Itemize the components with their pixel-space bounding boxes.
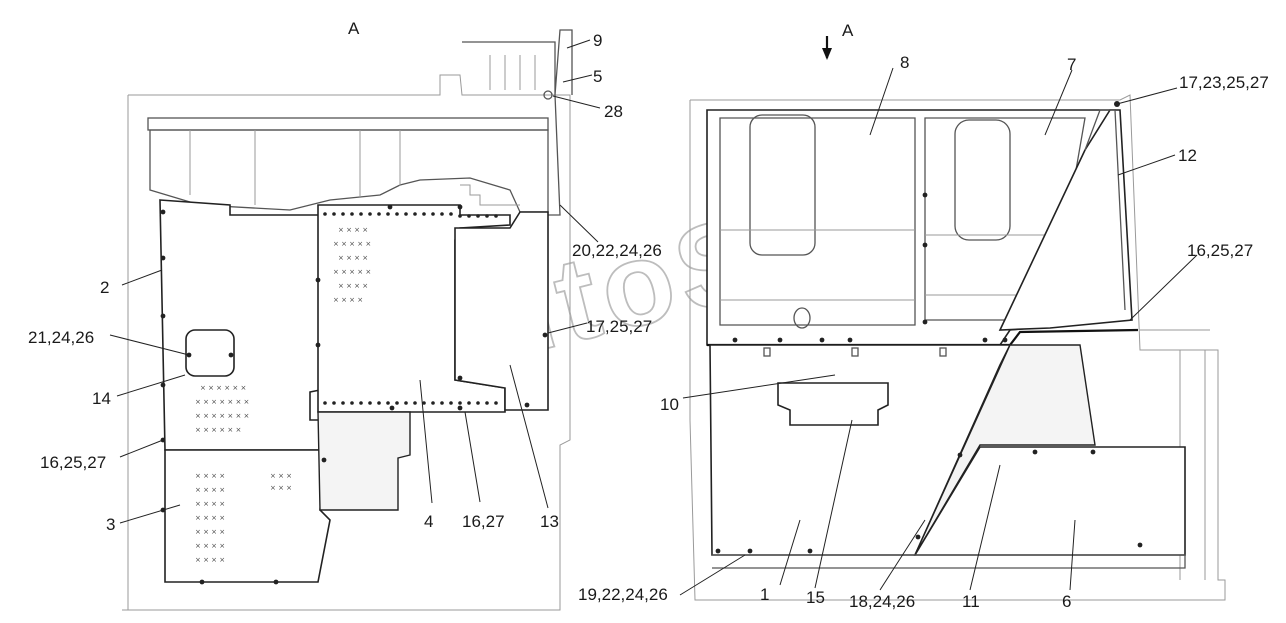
callout-15: 15 [806, 588, 825, 607]
svg-text:× × × ×: × × × × [195, 542, 225, 550]
callout-1: 1 [760, 585, 769, 604]
svg-text:× × × ×: × × × × [338, 226, 368, 234]
callout-21-24-26: 21,24,26 [28, 328, 94, 347]
callout-16-27: 16,27 [462, 512, 505, 531]
window-14 [185, 329, 235, 377]
callout-16-25-27-left: 16,25,27 [40, 453, 106, 472]
right-cab-outline [689, 94, 1226, 601]
callout-28: 28 [604, 102, 623, 121]
svg-text:× × × ×: × × × × [195, 486, 225, 494]
x-marks-panel-4: × × × × × × × × × × × × × × × × × × × × × × ×… [333, 226, 371, 304]
x-marks-panel-3: × × × × × × × × × × × × × × × × × × × × × × ×… [195, 472, 292, 564]
lower-plate [317, 411, 411, 511]
svg-text:× × × ×: × × × × [195, 514, 225, 522]
callout-17-25-27: 17,25,27 [586, 317, 652, 336]
callout-6: 6 [1062, 592, 1071, 611]
svg-text:× × × × × × ×: × × × × × × × [195, 412, 249, 420]
view-label-right: A [842, 21, 854, 40]
callout-14: 14 [92, 389, 111, 408]
callout-12: 12 [1178, 146, 1197, 165]
callout-18-24-26: 18,24,26 [849, 592, 915, 611]
roof-strip [147, 117, 549, 131]
panel-3 [164, 449, 331, 583]
callout-11: 11 [962, 592, 980, 611]
seat-back-8 [749, 114, 816, 256]
svg-text:× × × ×: × × × × [195, 472, 225, 480]
svg-text:× × × × × ×: × × × × × × [200, 384, 246, 392]
frame-left [719, 117, 916, 326]
left-view: × × × ×× × × × ×× × × ×× × × × ×× × × ××… [28, 19, 662, 611]
panel-11 [914, 344, 1096, 556]
bracket-top [462, 29, 573, 96]
callout-9: 9 [593, 31, 602, 50]
callout-8: 8 [900, 53, 909, 72]
svg-text:× × × × ×: × × × × × [333, 240, 371, 248]
callout-2: 2 [100, 278, 109, 297]
x-marks-panel-2: × × × × × × × × × × × × × × × × × × × × × ×… [195, 384, 249, 434]
callout-20-22-24-26: 20,22,24,26 [572, 241, 662, 260]
panel-13 [454, 211, 549, 411]
svg-text:× × × × ×: × × × × × [333, 268, 371, 276]
svg-text:× × × × × × ×: × × × × × × × [195, 398, 249, 406]
bolts-left [160, 204, 548, 585]
svg-text:× × × ×: × × × × [333, 296, 363, 304]
callout-13: 13 [540, 512, 559, 531]
seat-back-7 [954, 119, 1011, 241]
svg-text:× × ×: × × × [270, 472, 292, 480]
callout-17-23-25-27: 17,23,25,27 [1179, 73, 1269, 92]
upper-box [149, 129, 549, 213]
svg-text:× × × ×: × × × × [195, 556, 225, 564]
perforation-bottom-row [323, 401, 498, 405]
callout-10: 10 [660, 395, 679, 414]
left-cab-outline [122, 74, 571, 611]
svg-text:× × × × × ×: × × × × × × [195, 426, 241, 434]
perforation-top-row [323, 212, 498, 218]
svg-text:× × × ×: × × × × [338, 282, 368, 290]
bolts-right [715, 192, 1143, 554]
right-leaders [679, 67, 1198, 596]
svg-text:× × ×: × × × [270, 484, 292, 492]
right-view: A [578, 21, 1269, 611]
callout-5: 5 [593, 67, 602, 86]
callout-7: 7 [1067, 55, 1076, 74]
left-leaders [109, 39, 601, 524]
shelf-15 [777, 382, 889, 426]
svg-text:× × × ×: × × × × [338, 254, 368, 262]
callout-4: 4 [424, 512, 433, 531]
callout-16-25-27-right: 16,25,27 [1187, 241, 1253, 260]
svg-text:× × × ×: × × × × [195, 528, 225, 536]
callout-19-22-24-26: 19,22,24,26 [578, 585, 668, 604]
view-label-left: A [348, 19, 360, 38]
callout-3: 3 [106, 515, 115, 534]
svg-text:× × × ×: × × × × [195, 500, 225, 508]
